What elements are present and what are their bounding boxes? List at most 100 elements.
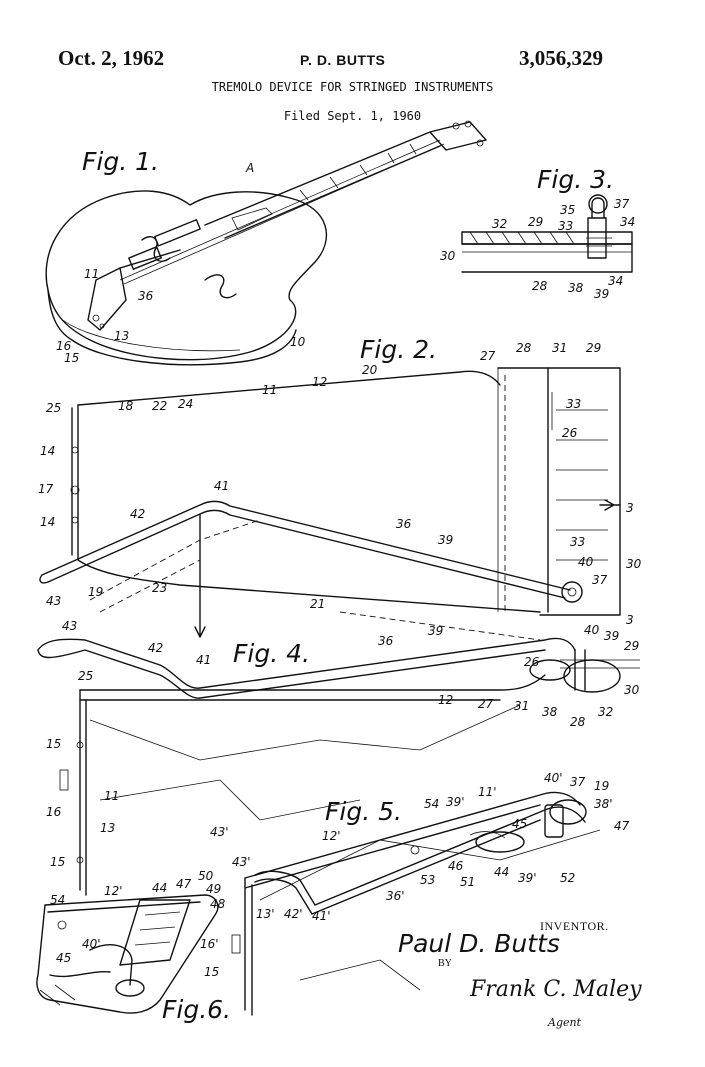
ref-numeral: 48 (210, 897, 226, 911)
ref-numeral: 37 (570, 775, 586, 789)
ref-numeral: 30 (624, 683, 640, 697)
ref-numeral: 43' (210, 825, 229, 839)
ref-numeral: 54 (50, 893, 65, 907)
fig4-reference-numerals: 43 42 41 36 39 40 39 29 25 26 12 27 31 3… (46, 619, 640, 869)
ref-numeral: 36 (138, 289, 154, 303)
ref-numeral: 28 (570, 715, 586, 729)
ref-numeral: 29 (528, 215, 543, 229)
ref-numeral: 44 (152, 881, 167, 895)
ref-numeral: 43 (46, 594, 61, 608)
attorney-signature: Frank C. Maley (469, 977, 642, 1002)
ref-numeral: 37 (614, 197, 630, 211)
patent-title: TREMOLO DEVICE FOR STRINGED INSTRUMENTS (211, 80, 494, 94)
ref-numeral: 30 (440, 249, 456, 263)
ref-numeral: 10 (290, 335, 306, 349)
ref-numeral: 32 (492, 217, 507, 231)
patent-number: 3,056,329 (519, 46, 603, 70)
ref-numeral: 40 (584, 623, 600, 637)
ref-numeral: 3 (626, 613, 634, 627)
fig4-label: Fig. 4. (233, 639, 310, 668)
ref-numeral: 33 (558, 219, 573, 233)
ref-numeral: 19 (88, 585, 103, 599)
fig1-label: Fig. 1. (82, 147, 159, 176)
ref-numeral: 25 (46, 401, 61, 415)
ref-numeral: 15 (64, 351, 79, 365)
ref-numeral: 42' (284, 907, 303, 921)
ref-numeral: 34 (620, 215, 635, 229)
fig6-drawing (36, 894, 219, 1014)
fig3-section-drawing (461, 194, 633, 273)
ref-numeral: 11' (478, 785, 497, 799)
fig6-label: Fig.6. (162, 995, 231, 1024)
ref-numeral: 47 (614, 819, 630, 833)
inventor-name: Paul D. Butts (398, 929, 560, 958)
ref-numeral: 12 (312, 375, 327, 389)
ref-numeral: 13' (256, 907, 275, 921)
ref-numeral: 32 (598, 705, 613, 719)
ref-numeral: 34 (608, 274, 623, 288)
ref-numeral: 30 (626, 557, 642, 571)
ref-numeral: 39 (594, 287, 609, 301)
ref-numeral: 39 (438, 533, 453, 547)
ref-numeral: 23 (152, 581, 167, 595)
fig2-label: Fig. 2. (360, 335, 437, 364)
patent-date: Oct. 2, 1962 (58, 46, 165, 70)
ref-numeral: 41' (312, 909, 331, 923)
ref-numeral: 31 (514, 699, 529, 713)
ref-numeral: 39' (446, 795, 465, 809)
fig3-label: Fig. 3. (537, 165, 614, 194)
agent-label: Agent (547, 1016, 582, 1029)
fig5-drawing (231, 791, 601, 1016)
ref-numeral: 13 (114, 329, 129, 343)
ref-numeral: 14 (40, 515, 55, 529)
ref-numeral: 38 (568, 281, 584, 295)
ref-numeral: 28 (516, 341, 532, 355)
ref-numeral: 45 (56, 951, 71, 965)
ref-numeral: 36 (378, 634, 394, 648)
ref-numeral: 24 (178, 397, 193, 411)
fig6-reference-numerals: 54 12' 44 47 50 49 48 40' 45 16' 15 (50, 869, 226, 979)
ref-numeral: 35 (560, 203, 575, 217)
ref-numeral: 41 (196, 653, 211, 667)
ref-numeral: 42 (148, 641, 163, 655)
ref-numeral: 44 (494, 865, 509, 879)
fig1-reference-numerals: A 11 36 13 16 15 10 (56, 161, 306, 365)
filed-date: Filed Sept. 1, 1960 (283, 109, 422, 123)
ref-numeral: 11 (262, 383, 277, 397)
ref-numeral: 49 (206, 882, 221, 896)
ref-numeral: 39 (604, 629, 619, 643)
ref-numeral: 31 (552, 341, 567, 355)
ref-numeral: 36 (396, 517, 412, 531)
ref-numeral: 15 (46, 737, 61, 751)
ref-numeral: 39 (428, 624, 443, 638)
ref-numeral: 19 (594, 779, 609, 793)
ref-numeral: 22 (152, 399, 167, 413)
ref-numeral: 38' (594, 797, 613, 811)
ref-numeral: 12 (438, 693, 453, 707)
ref-numeral: 43 (62, 619, 77, 633)
ref-numeral: 47 (176, 877, 192, 891)
ref-numeral: 3 (626, 501, 634, 515)
ref-numeral: 26 (562, 426, 578, 440)
ref-numeral: 12' (104, 884, 123, 898)
ref-numeral: 27 (478, 697, 494, 711)
ref-numeral: 28 (532, 279, 548, 293)
ref-numeral: 54 (424, 797, 439, 811)
ref-numeral: 33 (566, 397, 581, 411)
ref-numeral: 40 (578, 555, 594, 569)
ref-numeral: 16 (46, 805, 62, 819)
ref-numeral: 20 (362, 363, 378, 377)
fig2-top-view-drawing (39, 367, 621, 641)
ref-numeral: 13 (100, 821, 115, 835)
ref-numeral: 45 (512, 817, 527, 831)
fig1-guitar-drawing (45, 120, 487, 366)
fig4-perspective-drawing (37, 637, 640, 896)
ref-numeral: 52 (560, 871, 575, 885)
ref-numeral: A (245, 161, 254, 175)
ref-numeral: 21 (310, 597, 325, 611)
ref-numeral: 41 (214, 479, 229, 493)
ref-numeral: 27 (480, 349, 496, 363)
ref-numeral: 29 (586, 341, 601, 355)
